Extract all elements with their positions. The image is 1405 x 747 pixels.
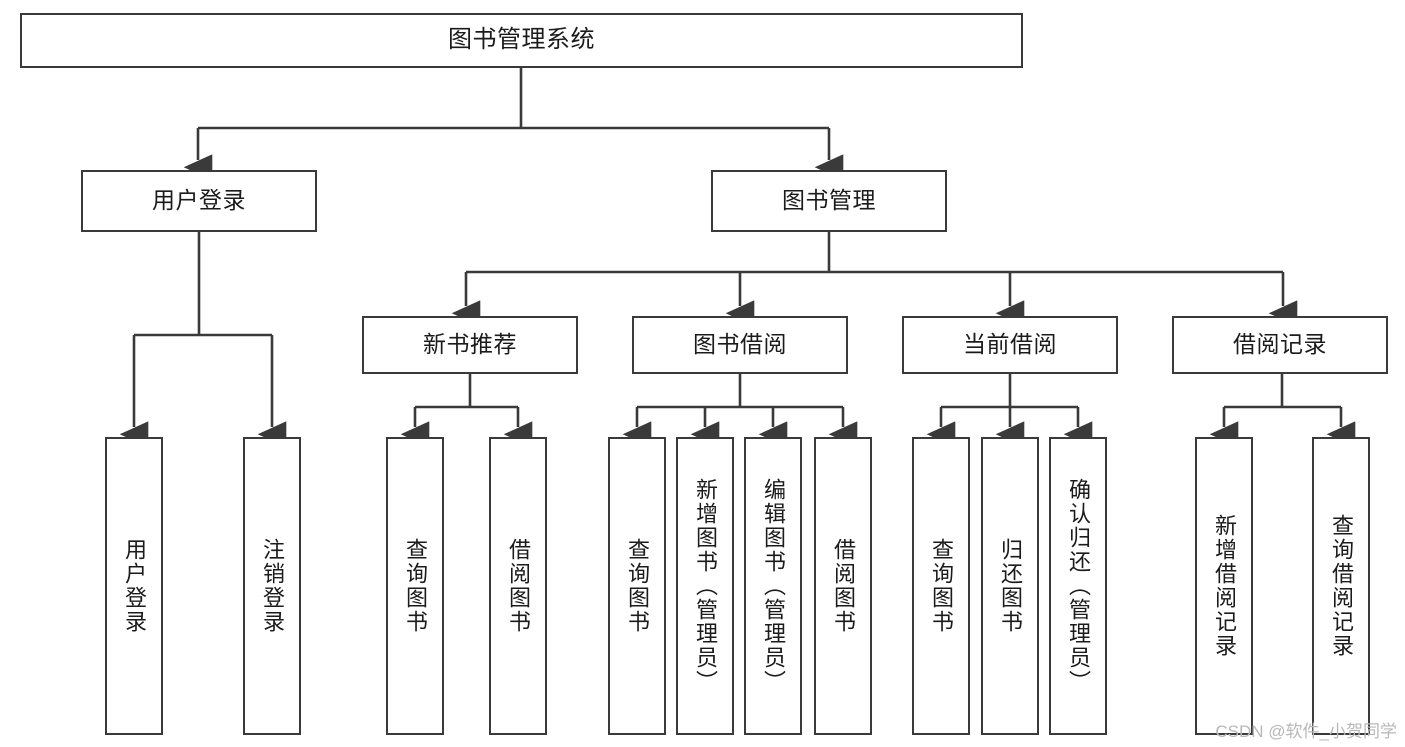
- node-leaf-add-borrow-record-label: 新增借阅记录: [1212, 514, 1237, 658]
- node-leaf-return-book[interactable]: 归还图书: [981, 437, 1039, 735]
- node-leaf-confirm-return-admin-label: 确认归还（管理员）: [1066, 478, 1091, 694]
- node-leaf-add-borrow-record[interactable]: 新增借阅记录: [1195, 437, 1253, 735]
- node-root-system-label: 图书管理系统: [448, 26, 595, 54]
- node-borrow-record[interactable]: 借阅记录: [1172, 316, 1388, 374]
- node-new-book-recommend-label: 新书推荐: [423, 331, 517, 358]
- node-book-management[interactable]: 图书管理: [711, 170, 947, 232]
- node-leaf-borrow-book-2-label: 借阅图书: [831, 538, 856, 634]
- node-borrow-record-label: 借阅记录: [1233, 331, 1327, 358]
- node-user-login[interactable]: 用户登录: [81, 170, 317, 232]
- node-leaf-query-book-2-label: 查询图书: [625, 538, 650, 634]
- node-leaf-borrow-book-2[interactable]: 借阅图书: [814, 437, 872, 735]
- node-leaf-query-book-1-label: 查询图书: [403, 538, 428, 634]
- node-leaf-query-borrow-record[interactable]: 查询借阅记录: [1312, 437, 1370, 735]
- node-new-book-recommend[interactable]: 新书推荐: [362, 316, 578, 374]
- node-leaf-logout-login-label: 注销登录: [260, 538, 285, 634]
- node-leaf-query-book-3[interactable]: 查询图书: [912, 437, 970, 735]
- node-leaf-user-login[interactable]: 用户登录: [105, 437, 163, 735]
- node-current-borrow-label: 当前借阅: [963, 331, 1057, 358]
- node-leaf-query-book-1[interactable]: 查询图书: [386, 437, 444, 735]
- node-leaf-user-login-label: 用户登录: [122, 538, 147, 634]
- node-leaf-add-book-admin[interactable]: 新增图书（管理员）: [676, 437, 734, 735]
- node-leaf-edit-book-admin-label: 编辑图书（管理员）: [761, 478, 786, 694]
- node-root-system[interactable]: 图书管理系统: [20, 13, 1023, 68]
- node-leaf-logout-login[interactable]: 注销登录: [243, 437, 301, 735]
- node-book-borrow[interactable]: 图书借阅: [632, 316, 848, 374]
- node-leaf-edit-book-admin[interactable]: 编辑图书（管理员）: [744, 437, 802, 735]
- node-leaf-query-book-3-label: 查询图书: [929, 538, 954, 634]
- node-leaf-borrow-book-1-label: 借阅图书: [506, 538, 531, 634]
- node-leaf-return-book-label: 归还图书: [998, 538, 1023, 634]
- node-book-management-label: 图书管理: [782, 187, 876, 214]
- node-leaf-query-borrow-record-label: 查询借阅记录: [1329, 514, 1354, 658]
- node-current-borrow[interactable]: 当前借阅: [902, 316, 1118, 374]
- node-leaf-borrow-book-1[interactable]: 借阅图书: [489, 437, 547, 735]
- node-leaf-add-book-admin-label: 新增图书（管理员）: [693, 478, 718, 694]
- node-book-borrow-label: 图书借阅: [693, 331, 787, 358]
- node-leaf-confirm-return-admin[interactable]: 确认归还（管理员）: [1049, 437, 1107, 735]
- node-user-login-label: 用户登录: [152, 187, 246, 214]
- node-leaf-query-book-2[interactable]: 查询图书: [608, 437, 666, 735]
- watermark-text: CSDN @软件_小贺同学: [1215, 722, 1397, 741]
